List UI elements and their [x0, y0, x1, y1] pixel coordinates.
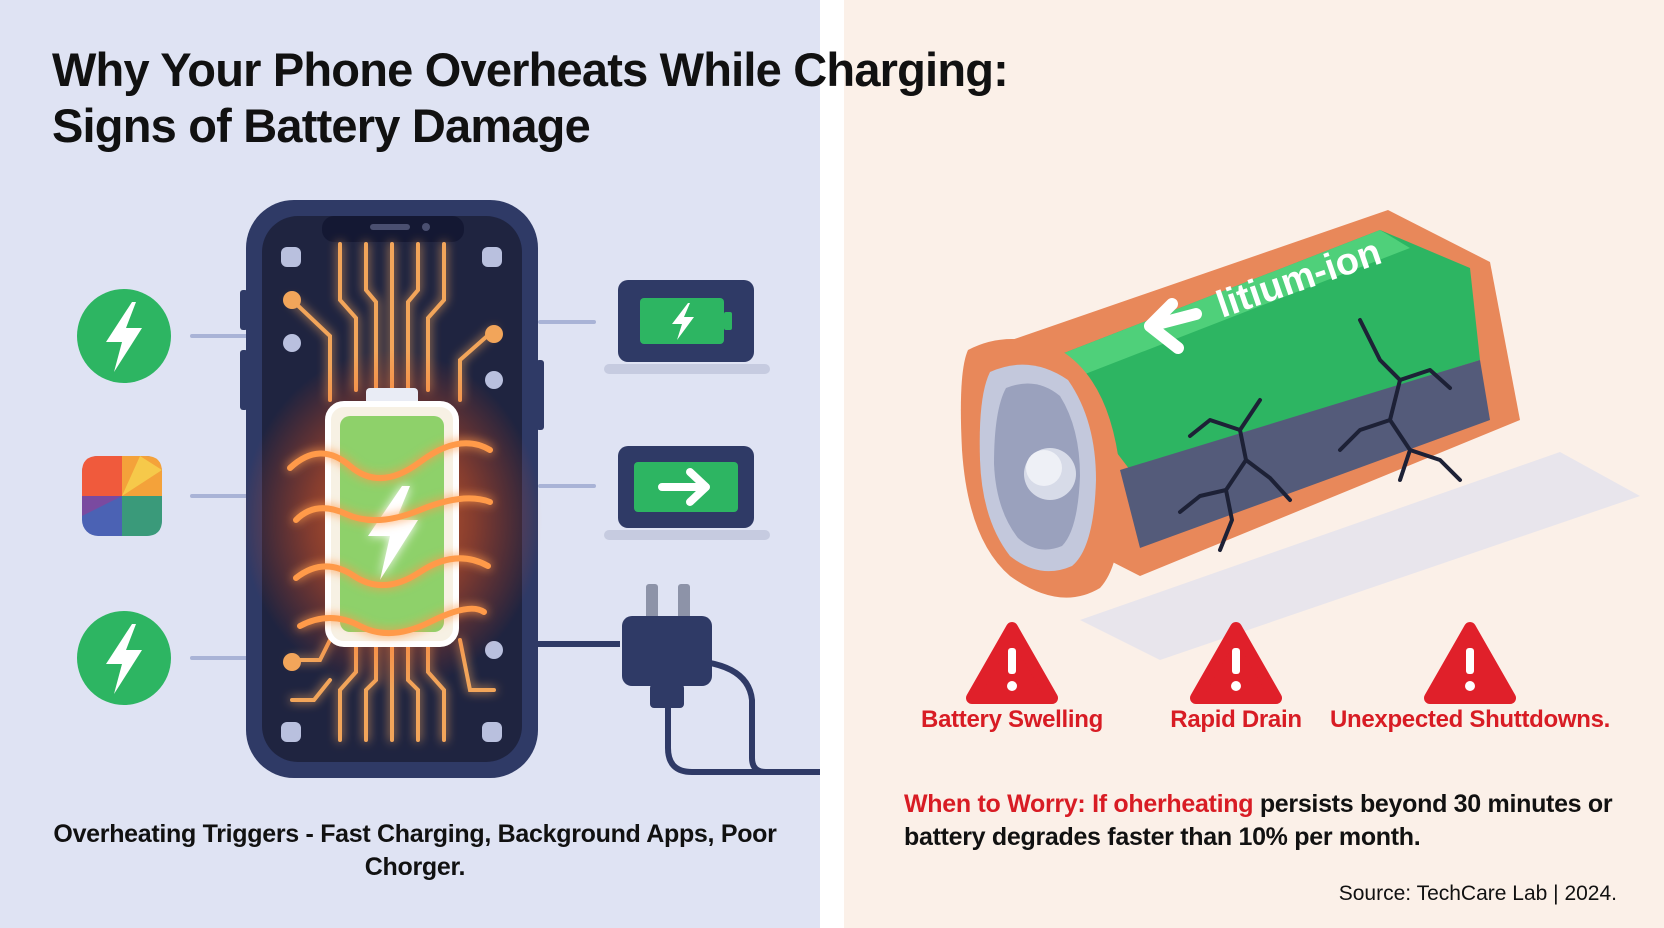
page-title: Why Your Phone Overheats While Charging:… — [52, 42, 1009, 154]
charger-plug — [538, 584, 820, 775]
warning-icon — [966, 622, 1058, 704]
title-line-2: Signs of Battery Damage — [52, 99, 591, 152]
arrow-right-icon — [604, 446, 770, 540]
panel-divider — [820, 0, 844, 928]
overheating-triggers-caption: Overheating Triggers - Fast Charging, Ba… — [53, 820, 777, 881]
warning-icon — [1424, 622, 1516, 704]
when-to-worry-note: When to Worry: If oherheating persists b… — [904, 788, 1624, 854]
lithium-ion-battery — [960, 210, 1640, 660]
warning-icon — [1190, 622, 1282, 704]
lightning-icon — [77, 611, 171, 705]
title-line-1: Why Your Phone Overheats While Charging: — [52, 43, 1009, 96]
color-wheel-icon — [82, 456, 162, 536]
warning-label-unexpected-shutdowns: Unexpected Shuttdowns. — [1329, 706, 1611, 733]
phone-illustration — [240, 200, 544, 778]
source-credit: Source: TechCare Lab | 2024. — [1338, 882, 1617, 905]
worry-lead: When to Worry: If oherheating — [904, 790, 1254, 818]
connector-lines — [190, 320, 596, 660]
warning-label-battery-swelling: Battery Swelling — [921, 706, 1103, 733]
battery-charging-icon — [604, 280, 770, 374]
worry-text: persists beyond 30 minutes or battery de… — [904, 790, 1613, 851]
lightning-icon — [77, 289, 171, 383]
warning-label-rapid-drain: Rapid Drain — [1170, 706, 1302, 733]
